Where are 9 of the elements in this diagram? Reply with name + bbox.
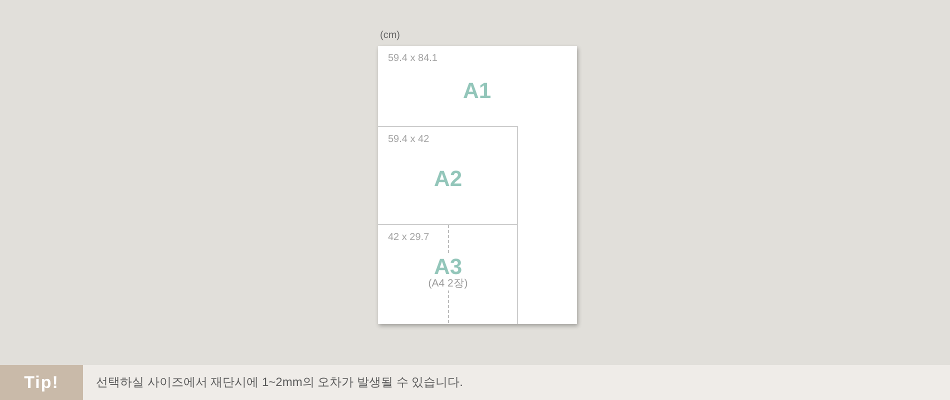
- unit-label: (cm): [380, 30, 400, 42]
- size-area: [378, 126, 518, 225]
- note-text: (A4 2장): [427, 278, 469, 290]
- paper-sheet: [378, 46, 577, 324]
- size-label: A3: [432, 255, 464, 279]
- tip-text: 선택하실 사이즈에서 재단시에 1~2mm의 오차가 발생될 수 있습니다.: [96, 375, 464, 390]
- tip-badge: Tip!: [0, 365, 83, 400]
- size-area: [378, 225, 518, 324]
- tip-bar: [83, 365, 950, 400]
